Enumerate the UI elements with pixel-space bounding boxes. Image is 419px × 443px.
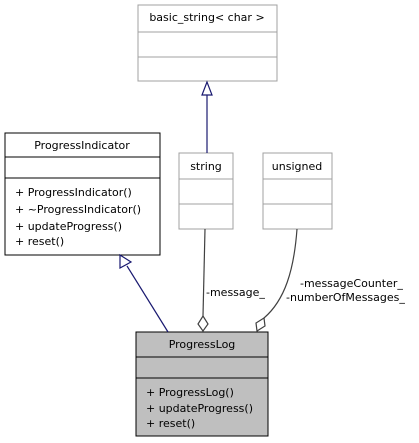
method-progress-indicator-ctor: + ProgressIndicator() [15, 186, 132, 199]
hollow-arrowhead-icon [201, 80, 213, 96]
class-name-unsigned: unsigned [272, 160, 322, 173]
class-box-unsigned[interactable]: unsigned [262, 152, 333, 230]
method-progress-log-ctor: + ProgressLog() [146, 386, 234, 399]
edge-label-message-counter: -messageCounter_ [300, 277, 403, 290]
edge-label-number-of-messages: -numberOfMessages_ [286, 291, 405, 304]
method-progress-indicator-dtor: + ~ProgressIndicator() [15, 203, 141, 216]
method-progress-indicator-update: + updateProgress() [15, 220, 122, 233]
method-progress-log-update: + updateProgress() [146, 402, 253, 415]
edge-label-message: -message_ [206, 286, 265, 299]
edge-progress-log-inherits-progress-indicator [119, 253, 169, 333]
edge-string-to-basic-string [201, 80, 213, 153]
class-name-progress-indicator: ProgressIndicator [34, 139, 130, 152]
edge-counter-aggregation: -messageCounter_ -numberOfMessages_ [255, 228, 405, 333]
class-box-progress-indicator[interactable]: ProgressIndicator + ProgressIndicator() … [4, 132, 161, 256]
aggregation-diamond-icon [255, 316, 266, 333]
aggregation-diamond-icon [197, 314, 209, 333]
class-name-progress-log: ProgressLog [169, 338, 236, 351]
inheritance-arrowhead-icon [119, 253, 133, 270]
class-box-string[interactable]: string [178, 152, 234, 230]
class-box-progress-log[interactable]: ProgressLog + ProgressLog() + updateProg… [135, 331, 269, 437]
edge-message-aggregation: -message_ [197, 228, 265, 333]
method-progress-log-reset: + reset() [146, 417, 195, 430]
method-progress-indicator-reset: + reset() [15, 235, 64, 248]
class-name-string: string [190, 160, 222, 173]
class-name-basic-string: basic_string< char > [149, 11, 264, 24]
class-box-basic-string[interactable]: basic_string< char > [137, 4, 278, 82]
